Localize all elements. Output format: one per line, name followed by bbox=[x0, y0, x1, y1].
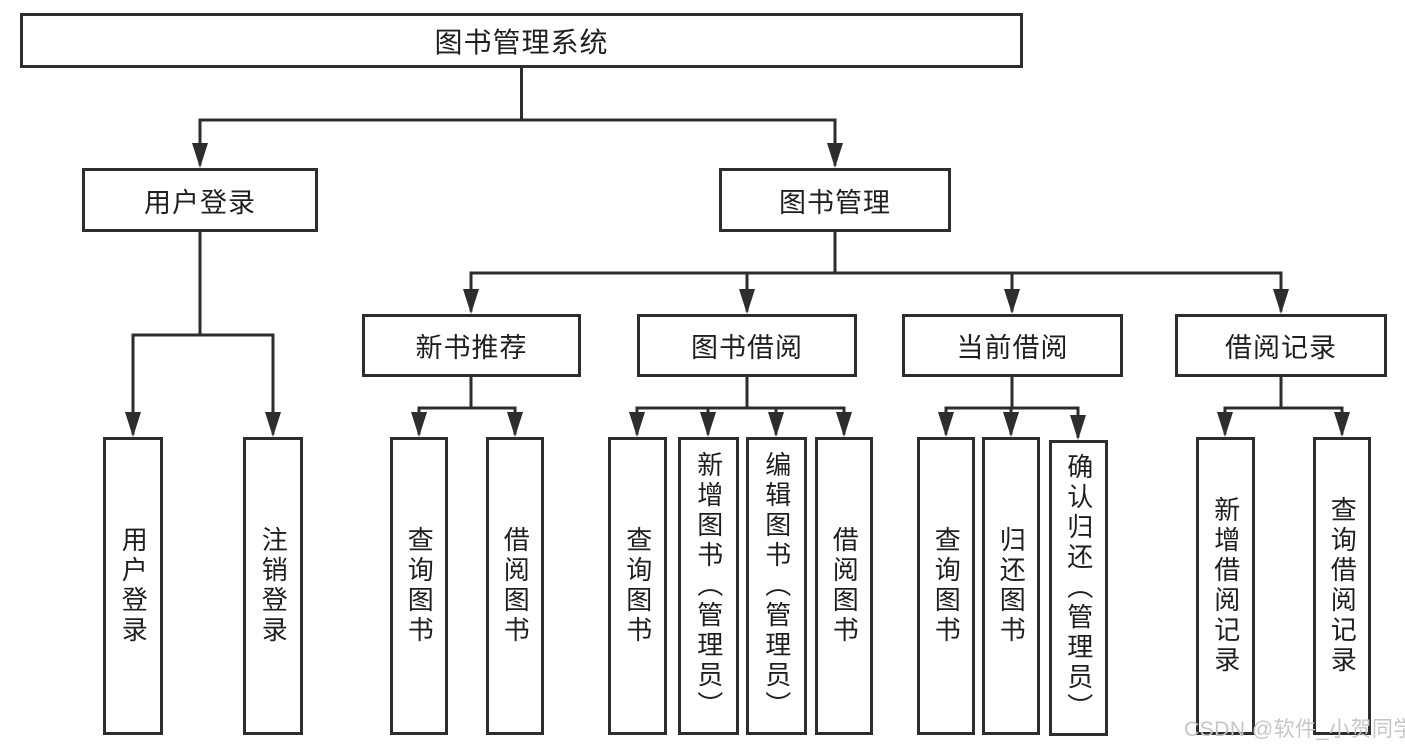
arrowhead-icon bbox=[836, 412, 852, 437]
leaf-query-borrow-record: 查询借阅记录 bbox=[1313, 437, 1371, 735]
node-book-borrowing: 图书借阅 bbox=[637, 314, 857, 377]
node-user-login: 用户登录 bbox=[82, 168, 318, 232]
leaf-borrow-books-recommend: 借阅图书 bbox=[486, 437, 544, 735]
connector-book-borrowing-children bbox=[629, 375, 852, 437]
csdn-watermark: CSDN @软件_小贺同学 bbox=[1184, 718, 1405, 741]
arrowhead-icon bbox=[1003, 412, 1019, 437]
arrowhead-icon bbox=[125, 412, 141, 437]
leaf-return-books: 归还图书 bbox=[982, 437, 1040, 735]
arrowhead-icon bbox=[265, 412, 281, 437]
node-label: 借阅记录 bbox=[1225, 333, 1337, 363]
arrowhead-icon bbox=[463, 289, 479, 314]
arrowhead-icon bbox=[700, 412, 716, 437]
node-current-borrowing: 当前借阅 bbox=[902, 314, 1123, 377]
connector-user-login-children bbox=[125, 230, 281, 437]
leaf-add-books-admin: 新增图书（管理员） bbox=[678, 437, 739, 735]
arrowhead-icon bbox=[768, 412, 784, 437]
arrowhead-icon bbox=[192, 143, 208, 168]
node-label: 用户登录 bbox=[144, 187, 256, 218]
arrowhead-icon bbox=[739, 289, 755, 314]
node-label: 查询借阅记录 bbox=[1327, 496, 1358, 676]
leaf-borrow-books-borrowing: 借阅图书 bbox=[815, 437, 873, 735]
connector-borrowing-records-children bbox=[1217, 375, 1350, 437]
node-label: 借阅图书 bbox=[829, 526, 860, 646]
connector-root-to-level2 bbox=[192, 66, 843, 168]
node-label: 用户登录 bbox=[118, 526, 149, 646]
arrowhead-icon bbox=[1273, 289, 1289, 314]
node-borrowing-records: 借阅记录 bbox=[1175, 314, 1387, 377]
node-label: 查询图书 bbox=[622, 526, 653, 646]
node-new-book-recommendation: 新书推荐 bbox=[362, 314, 581, 377]
node-label: 图书借阅 bbox=[691, 333, 803, 363]
leaf-query-books-recommend: 查询图书 bbox=[390, 437, 448, 735]
node-label: 归还图书 bbox=[996, 526, 1027, 646]
connector-book-management-children bbox=[463, 230, 1289, 314]
leaf-edit-books-admin: 编辑图书（管理员） bbox=[746, 437, 807, 735]
node-label: 查询图书 bbox=[404, 526, 435, 646]
leaf-confirm-return-admin: 确认归还（管理员） bbox=[1049, 440, 1108, 736]
arrowhead-icon bbox=[1334, 412, 1350, 437]
node-label: 图书管理系统 bbox=[434, 26, 609, 58]
node-label: 当前借阅 bbox=[956, 333, 1069, 363]
leaf-query-books-borrowing: 查询图书 bbox=[608, 437, 667, 735]
node-label: 注销登录 bbox=[258, 526, 289, 646]
node-label: 新书推荐 bbox=[415, 333, 528, 363]
arrowhead-icon bbox=[507, 412, 523, 437]
leaf-user-login: 用户登录 bbox=[103, 437, 163, 735]
node-label: 查询图书 bbox=[931, 526, 962, 646]
node-label: 借阅图书 bbox=[500, 526, 531, 646]
arrowhead-icon bbox=[827, 143, 843, 168]
arrowhead-icon bbox=[411, 412, 427, 437]
arrowhead-icon bbox=[1004, 289, 1020, 314]
connector-new-book-children bbox=[411, 375, 523, 437]
connector-current-borrowing-children bbox=[938, 375, 1086, 440]
arrowhead-icon bbox=[1070, 415, 1086, 440]
node-library-management-system: 图书管理系统 bbox=[20, 13, 1023, 68]
arrowhead-icon bbox=[938, 412, 954, 437]
node-label: 新增借阅记录 bbox=[1210, 496, 1241, 676]
node-label: 图书管理 bbox=[779, 187, 891, 218]
arrowhead-icon bbox=[1217, 412, 1233, 437]
leaf-query-books-current: 查询图书 bbox=[917, 437, 975, 735]
arrowhead-icon bbox=[629, 412, 645, 437]
node-book-management: 图书管理 bbox=[719, 168, 951, 232]
node-label: 新增图书（管理员） bbox=[693, 451, 724, 721]
leaf-add-borrow-record: 新增借阅记录 bbox=[1196, 437, 1255, 735]
leaf-logout: 注销登录 bbox=[243, 437, 303, 735]
node-label: 编辑图书（管理员） bbox=[761, 451, 792, 721]
node-label: 确认归还（管理员） bbox=[1063, 453, 1094, 723]
